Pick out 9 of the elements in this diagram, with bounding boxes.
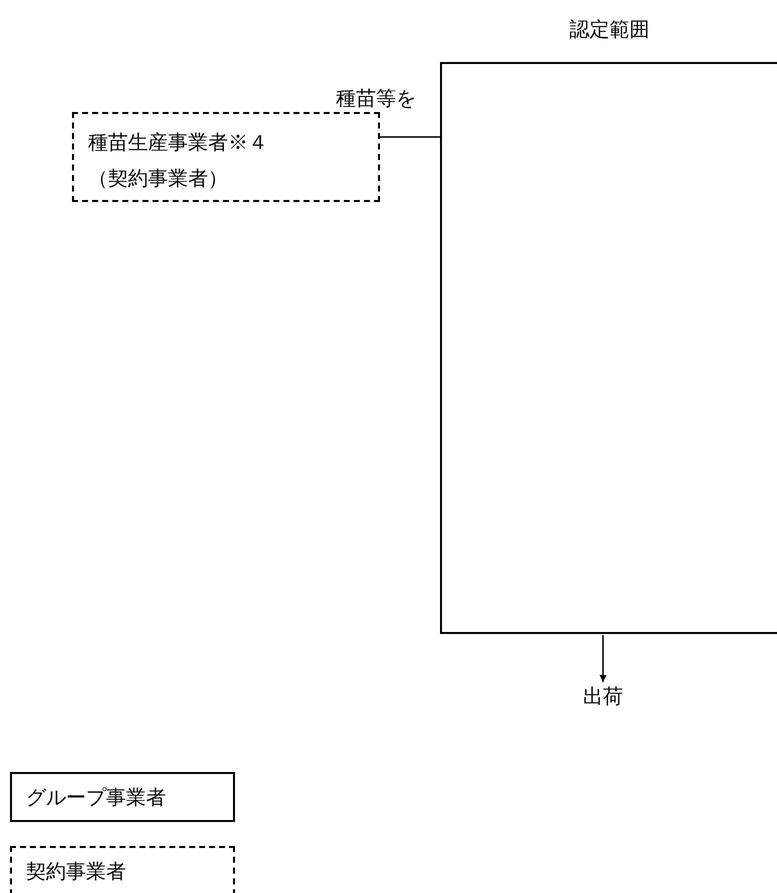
flow-text: 出荷	[578, 682, 628, 710]
box-heading: 認定範囲	[568, 16, 650, 43]
edge-label: 種苗等を	[336, 86, 416, 110]
dashed-box	[72, 112, 380, 202]
connector-line	[380, 136, 440, 138]
legend-entry: グループ事業者	[10, 772, 235, 822]
legend-entry: 契約事業者	[10, 846, 235, 893]
box-text: 種苗生産事業者※４（契約事業者）	[87, 129, 269, 192]
connector-line	[600, 635, 606, 682]
